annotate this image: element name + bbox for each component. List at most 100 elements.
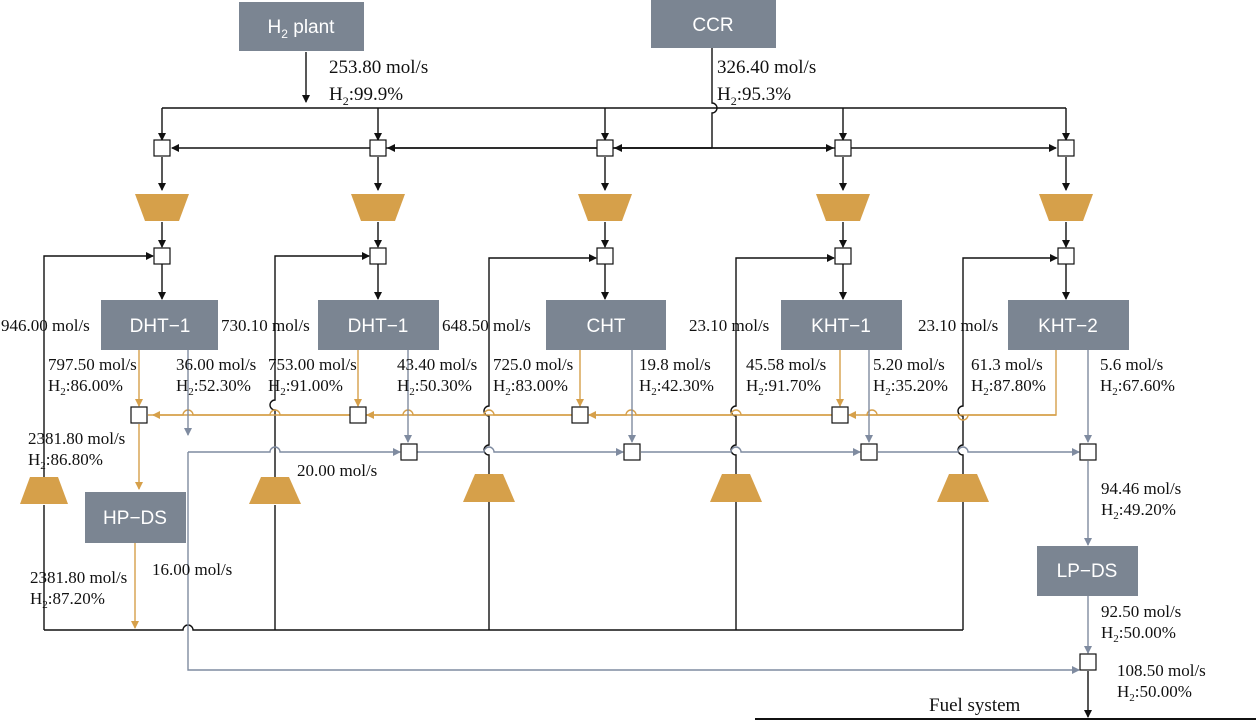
node-inlet-1 <box>153 247 171 265</box>
svg-text:H2:50.00%: H2:50.00% <box>1117 682 1192 704</box>
recycle-compressor-3 <box>463 474 515 502</box>
compressors <box>20 194 1093 504</box>
node-fuel <box>1079 653 1097 671</box>
node-inlet-2 <box>369 247 387 265</box>
h2-plant-flow: 253.80 mol/s <box>329 57 428 78</box>
svg-text:2381.80 mol/s: 2381.80 mol/s <box>28 429 125 448</box>
hp-purge-flow: 16.00 mol/s <box>152 560 232 579</box>
recycle-flow-2: 730.10 mol/s <box>221 316 310 335</box>
node-top-1 <box>153 139 171 157</box>
svg-text:H2:83.00%: H2:83.00% <box>493 376 568 398</box>
svg-text:H2:87.20%: H2:87.20% <box>30 589 105 611</box>
node-hp-1 <box>130 406 148 424</box>
node-top-3 <box>596 139 614 157</box>
svg-text:5.6 mol/s: 5.6 mol/s <box>1100 355 1163 374</box>
node-lp-3 <box>860 443 878 461</box>
nodes <box>130 139 1097 671</box>
svg-text:H2:52.30%: H2:52.30% <box>176 376 251 398</box>
svg-text:725.0 mol/s: 725.0 mol/s <box>493 355 573 374</box>
node-top-5 <box>1057 139 1075 157</box>
svg-text:KHT−1: KHT−1 <box>811 316 871 337</box>
svg-text:61.3 mol/s: 61.3 mol/s <box>971 355 1043 374</box>
unit-dht-1-b: DHT−1 <box>318 300 439 350</box>
svg-text:HP−DS: HP−DS <box>103 508 167 529</box>
node-top-4 <box>834 139 852 157</box>
lp-outlet-label-5: 5.6 mol/s H2:67.60% <box>1100 355 1175 398</box>
lp-offgas-lines <box>184 350 1092 674</box>
node-lp-2 <box>623 443 641 461</box>
svg-text:LP−DS: LP−DS <box>1057 561 1118 582</box>
makeup-compressor-1 <box>135 194 189 221</box>
svg-text:DHT−1: DHT−1 <box>130 316 191 337</box>
svg-text:5.20 mol/s: 5.20 mol/s <box>873 355 945 374</box>
makeup-compressor-4 <box>816 194 870 221</box>
unit-kht-2: KHT−2 <box>1008 300 1129 350</box>
svg-text:DHT−1: DHT−1 <box>348 316 409 337</box>
ccr-box: CCR <box>651 0 776 48</box>
svg-text:36.00 mol/s: 36.00 mol/s <box>176 355 256 374</box>
hp-outlet-label-3: 725.0 mol/s H2:83.00% <box>493 355 573 398</box>
svg-text:H2:91.70%: H2:91.70% <box>746 376 821 398</box>
fuel-system-label: Fuel system <box>929 695 1021 716</box>
lp-outlet-label-2: 43.40 mol/s H2:50.30% <box>397 355 477 398</box>
hp-offgas-lines <box>131 350 1057 629</box>
svg-text:H2:50.30%: H2:50.30% <box>397 376 472 398</box>
node-hp-2 <box>349 406 367 424</box>
node-inlet-5 <box>1057 247 1075 265</box>
recycle-flow-1: 946.00 mol/s <box>1 316 90 335</box>
svg-text:92.50 mol/s: 92.50 mol/s <box>1101 602 1181 621</box>
svg-text:H2:86.00%: H2:86.00% <box>48 376 123 398</box>
fuel-flow-label: 108.50 mol/s H2:50.00% <box>1117 661 1206 704</box>
lp-outlet-label-1: 36.00 mol/s H2:52.30% <box>176 355 256 398</box>
svg-text:CHT: CHT <box>586 316 625 337</box>
node-hp-4 <box>831 406 849 424</box>
svg-text:797.50 mol/s: 797.50 mol/s <box>48 355 137 374</box>
hp-ds-inlet-label: 2381.80 mol/s H2:86.80% <box>28 429 125 472</box>
lp-ds-box: LP−DS <box>1037 546 1138 596</box>
lp-ds-inlet-label: 94.46 mol/s H2:49.20% <box>1101 479 1181 522</box>
h2-plant-box: H2 plant <box>239 2 364 51</box>
node-top-2 <box>369 139 387 157</box>
ccr-purity: H2:95.3% <box>717 84 791 108</box>
node-hp-3 <box>571 406 589 424</box>
lp-ds-outlet-label: 92.50 mol/s H2:50.00% <box>1101 602 1181 645</box>
svg-text:H2:67.60%: H2:67.60% <box>1100 376 1175 398</box>
hp-outlet-label-2: 753.00 mol/s H2:91.00% <box>268 355 357 398</box>
svg-text:2381.80 mol/s: 2381.80 mol/s <box>30 568 127 587</box>
makeup-compressor-2 <box>351 194 405 221</box>
recycle-flow-4: 23.10 mol/s <box>689 316 769 335</box>
recycle-compressor-4 <box>710 474 762 502</box>
ccr-flow: 326.40 mol/s <box>717 57 816 78</box>
recycle-compressor-2 <box>249 477 301 504</box>
node-inlet-4 <box>834 247 852 265</box>
svg-text:H2:42.30%: H2:42.30% <box>639 376 714 398</box>
svg-text:H2:87.80%: H2:87.80% <box>971 376 1046 398</box>
lp-outlet-label-3: 19.8 mol/s H2:42.30% <box>639 355 714 398</box>
svg-text:753.00 mol/s: 753.00 mol/s <box>268 355 357 374</box>
hp-ds-outlet-label: 2381.80 mol/s H2:87.20% <box>30 568 127 611</box>
svg-text:19.8 mol/s: 19.8 mol/s <box>639 355 711 374</box>
makeup-compressor-5 <box>1039 194 1093 221</box>
svg-text:94.46 mol/s: 94.46 mol/s <box>1101 479 1181 498</box>
node-inlet-3 <box>596 247 614 265</box>
hp-ds-box: HP−DS <box>85 492 186 543</box>
svg-text:H2:35.20%: H2:35.20% <box>873 376 948 398</box>
unit-cht: CHT <box>546 300 666 350</box>
unit-kht-1: KHT−1 <box>781 300 902 350</box>
unit-dht-1-a: DHT−1 <box>101 300 218 350</box>
svg-text:108.50 mol/s: 108.50 mol/s <box>1117 661 1206 680</box>
svg-text:H2:91.00%: H2:91.00% <box>268 376 343 398</box>
makeup-compressor-3 <box>578 194 632 221</box>
lp-outlet-label-4: 5.20 mol/s H2:35.20% <box>873 355 948 398</box>
recycle-compressor-1 <box>20 477 68 504</box>
svg-text:H2:50.00%: H2:50.00% <box>1101 623 1176 645</box>
hp-outlet-label-5: 61.3 mol/s H2:87.80% <box>971 355 1046 398</box>
h2-plant-purity: H2:99.9% <box>329 84 403 108</box>
makeup-hydrogen-lines <box>43 48 1256 720</box>
hp-outlet-label-4: 45.58 mol/s H2:91.70% <box>746 355 826 398</box>
svg-text:H2:49.20%: H2:49.20% <box>1101 500 1176 522</box>
svg-text:45.58 mol/s: 45.58 mol/s <box>746 355 826 374</box>
svg-text:43.40 mol/s: 43.40 mol/s <box>397 355 477 374</box>
svg-text:KHT−2: KHT−2 <box>1038 316 1098 337</box>
